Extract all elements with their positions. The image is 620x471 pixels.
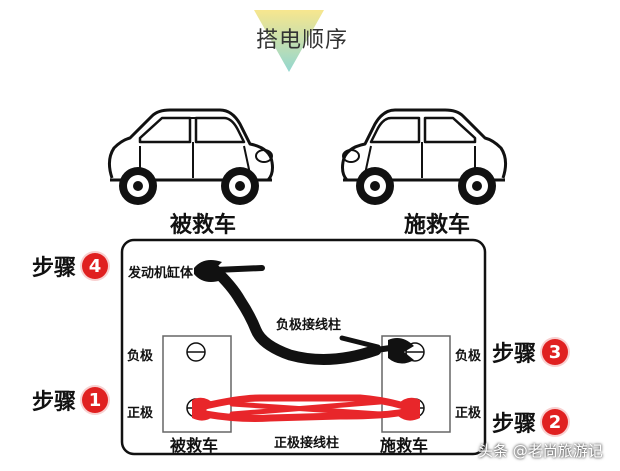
rescued-car-illustration	[107, 108, 274, 205]
step-1-badge: 1	[82, 387, 109, 413]
step-1-text: 步骤	[32, 390, 77, 415]
rescuer-car-label: 施救车	[404, 213, 471, 238]
diagram-title: 搭电顺序	[255, 28, 348, 53]
watermark: 头条 @老尚旅游记	[478, 442, 603, 460]
title-triangle-icon	[254, 10, 324, 72]
rescuer-car-illustration	[341, 108, 508, 205]
step-3-marker: 步骤 3	[492, 336, 569, 368]
right-positive-label: 正极	[455, 406, 482, 421]
step-3-text: 步骤	[492, 342, 537, 367]
positive-cable	[201, 394, 408, 422]
left-negative-label: 负极	[127, 349, 154, 364]
step-4-marker: 步骤 4	[32, 250, 109, 282]
positive-clamps	[192, 397, 420, 421]
diagram-frame	[120, 238, 487, 456]
left-battery	[162, 335, 232, 433]
right-battery	[381, 335, 451, 433]
step-2-marker: 步骤 2	[492, 406, 569, 438]
right-battery-car-label: 施救车	[380, 436, 429, 455]
rescued-car-label: 被救车	[170, 213, 237, 238]
engine-block-label: 发动机缸体	[128, 266, 194, 281]
step-2-text: 步骤	[492, 412, 537, 437]
left-battery-car-label: 被救车	[170, 436, 219, 455]
step-3-badge: 3	[542, 339, 569, 365]
left-positive-label: 正极	[127, 406, 154, 421]
positive-post-label: 正极接线柱	[274, 436, 340, 451]
negative-clamps	[194, 260, 414, 364]
right-negative-label: 负极	[455, 349, 482, 364]
step-4-badge: 4	[82, 253, 109, 279]
negative-post-label: 负极接线柱	[276, 318, 342, 333]
step-2-badge: 2	[542, 409, 569, 435]
step-1-marker: 步骤 1	[32, 384, 109, 416]
step-4-text: 步骤	[32, 256, 77, 281]
